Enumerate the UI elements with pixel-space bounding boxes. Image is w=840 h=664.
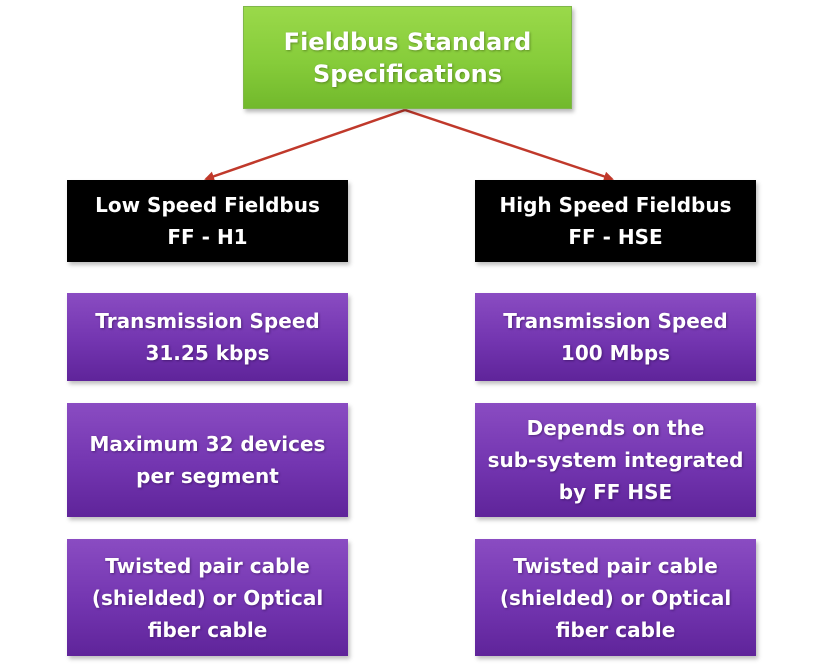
root-node-fieldbus-standard: Fieldbus Standard Specifications <box>243 6 572 109</box>
high-speed-header: High Speed Fieldbus FF - HSE <box>475 180 756 262</box>
root-title-line2: Specifications <box>313 59 502 88</box>
root-title-line1: Fieldbus Standard <box>283 27 532 56</box>
high-speed-devices-line3: by FF HSE <box>558 480 673 504</box>
low-speed-devices-line1: Maximum 32 devices <box>89 432 326 456</box>
low-speed-devices-line2: per segment <box>136 464 279 488</box>
low-speed-header-line2: FF - H1 <box>167 225 248 249</box>
low-speed-cable-line3: fiber cable <box>147 617 268 642</box>
low-speed-cable-line1: Twisted pair cable <box>105 553 310 578</box>
high-speed-header-line1: High Speed Fieldbus <box>499 193 732 217</box>
high-speed-devices-line1: Depends on the <box>526 416 705 440</box>
arrow-to-low-speed <box>204 108 406 182</box>
high-speed-devices-line2: sub-system integrated <box>487 448 744 472</box>
low-speed-transmission-box: Transmission Speed 31.25 kbps <box>67 293 348 381</box>
low-speed-header-line1: Low Speed Fieldbus <box>95 193 320 217</box>
high-speed-header-line2: FF - HSE <box>568 225 663 249</box>
arrow-to-high-speed <box>404 108 614 182</box>
high-speed-transmission-line1: Transmission Speed <box>503 309 728 333</box>
low-speed-cable-line2: (shielded) or Optical <box>91 585 324 610</box>
high-speed-devices-box: Depends on the sub-system integrated by … <box>475 403 756 517</box>
high-speed-cable-line1: Twisted pair cable <box>513 553 718 578</box>
low-speed-transmission-line2: 31.25 kbps <box>145 341 270 365</box>
high-speed-cable-box: Twisted pair cable (shielded) or Optical… <box>475 539 756 656</box>
high-speed-cable-line2: (shielded) or Optical <box>499 585 732 610</box>
high-speed-transmission-box: Transmission Speed 100 Mbps <box>475 293 756 381</box>
low-speed-devices-box: Maximum 32 devices per segment <box>67 403 348 517</box>
low-speed-transmission-line1: Transmission Speed <box>95 309 320 333</box>
low-speed-cable-box: Twisted pair cable (shielded) or Optical… <box>67 539 348 656</box>
high-speed-cable-line3: fiber cable <box>555 617 676 642</box>
low-speed-header: Low Speed Fieldbus FF - H1 <box>67 180 348 262</box>
high-speed-transmission-line2: 100 Mbps <box>560 341 671 365</box>
